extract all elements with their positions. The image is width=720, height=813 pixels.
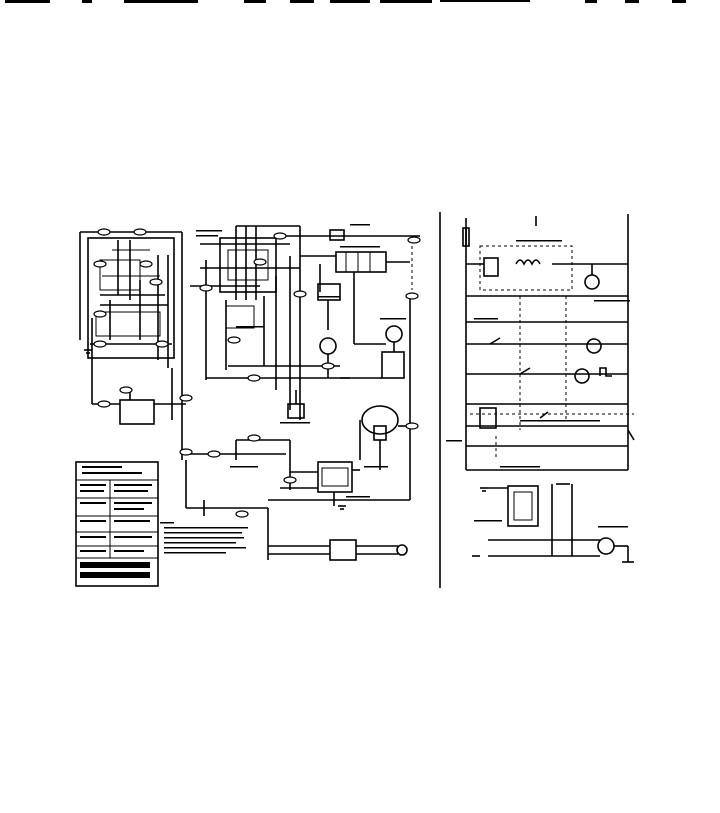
oven-components	[186, 390, 410, 506]
main-control-block	[190, 225, 350, 420]
terminal-strip	[280, 229, 420, 420]
notes-block	[160, 522, 248, 554]
ladder-schematic	[462, 214, 635, 563]
legend-table	[75, 461, 159, 587]
top-edge-marks	[5, 0, 686, 3]
legend-text-lines	[80, 466, 152, 578]
wire-connectors	[93, 228, 421, 518]
annotation-marks	[196, 224, 630, 528]
wiring-schematic	[79, 225, 421, 561]
ground-symbols	[84, 349, 488, 510]
power-cord	[185, 420, 411, 561]
motor-and-switch	[340, 325, 405, 379]
small-relay	[92, 368, 186, 425]
